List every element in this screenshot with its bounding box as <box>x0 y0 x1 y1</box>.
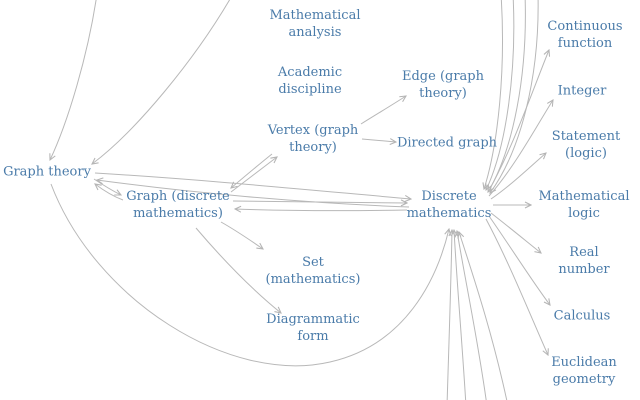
edge-graph-graphtheory <box>95 184 124 201</box>
edge-vertex-directed <box>361 139 396 142</box>
node-mathematical-logic[interactable]: Mathematical logic <box>538 188 630 221</box>
node-graph-discrete-mathematics[interactable]: Graph (discrete mathematics) <box>126 188 230 221</box>
edge-graphtheory-discrete <box>94 172 411 199</box>
edge-graph-vertex <box>230 157 277 193</box>
edge-offtop1-graphtheory <box>50 0 97 160</box>
node-vertex-graph-theory[interactable]: Vertex (graph theory) <box>267 122 359 155</box>
edge-offtopright2-discrete <box>486 0 515 190</box>
node-real-number[interactable]: Real number <box>558 244 610 277</box>
edge-offtopright4-discrete <box>490 0 539 193</box>
edge-graph-discrete <box>232 201 407 203</box>
edge-discrete-integer <box>488 100 553 197</box>
node-set-mathematics[interactable]: Set (mathematics) <box>265 254 361 287</box>
edge-discrete-euclidean <box>485 218 548 355</box>
edge-graph-set <box>220 221 263 249</box>
edge-graph-diagrammatic <box>195 227 281 313</box>
node-diagrammatic-form[interactable]: Diagrammatic form <box>266 311 360 344</box>
edge-discrete-statement <box>490 153 546 200</box>
node-discrete-mathematics[interactable]: Discrete mathematics <box>406 188 492 221</box>
node-calculus[interactable]: Calculus <box>553 308 611 324</box>
node-graph-theory[interactable]: Graph theory <box>3 164 91 180</box>
node-mathematical-analysis[interactable]: Mathematical analysis <box>269 7 361 40</box>
node-integer[interactable]: Integer <box>557 83 607 99</box>
node-edge-graph-theory[interactable]: Edge (graph theory) <box>401 68 485 101</box>
edge-offbottom1-discrete <box>446 230 452 400</box>
edge-offbottom3-discrete <box>457 231 487 400</box>
node-euclidean-geometry[interactable]: Euclidean geometry <box>551 354 617 387</box>
edge-offbottom2-discrete <box>454 230 467 400</box>
node-academic-discipline[interactable]: Academic discipline <box>277 64 343 97</box>
node-directed-graph[interactable]: Directed graph <box>396 135 498 151</box>
edge-vertex-graph <box>231 153 273 188</box>
edge-offtopright1-discrete <box>484 0 503 189</box>
edge-vertex-edge <box>360 96 406 125</box>
edge-offtop2-graphtheory <box>92 0 231 164</box>
edge-offtopright3-discrete <box>488 0 526 192</box>
node-continuous-function[interactable]: Continuous function <box>547 18 623 51</box>
edge-discrete-calculus <box>488 215 550 305</box>
edge-discrete-graphtheory <box>97 180 410 208</box>
edge-offbottom4-discrete <box>459 232 508 400</box>
node-statement-logic[interactable]: Statement (logic) <box>551 128 621 161</box>
edge-discrete-graph <box>235 209 408 211</box>
edge-graphtheory-discrete-arc <box>50 183 449 367</box>
edge-discrete-realnumber <box>490 212 541 253</box>
